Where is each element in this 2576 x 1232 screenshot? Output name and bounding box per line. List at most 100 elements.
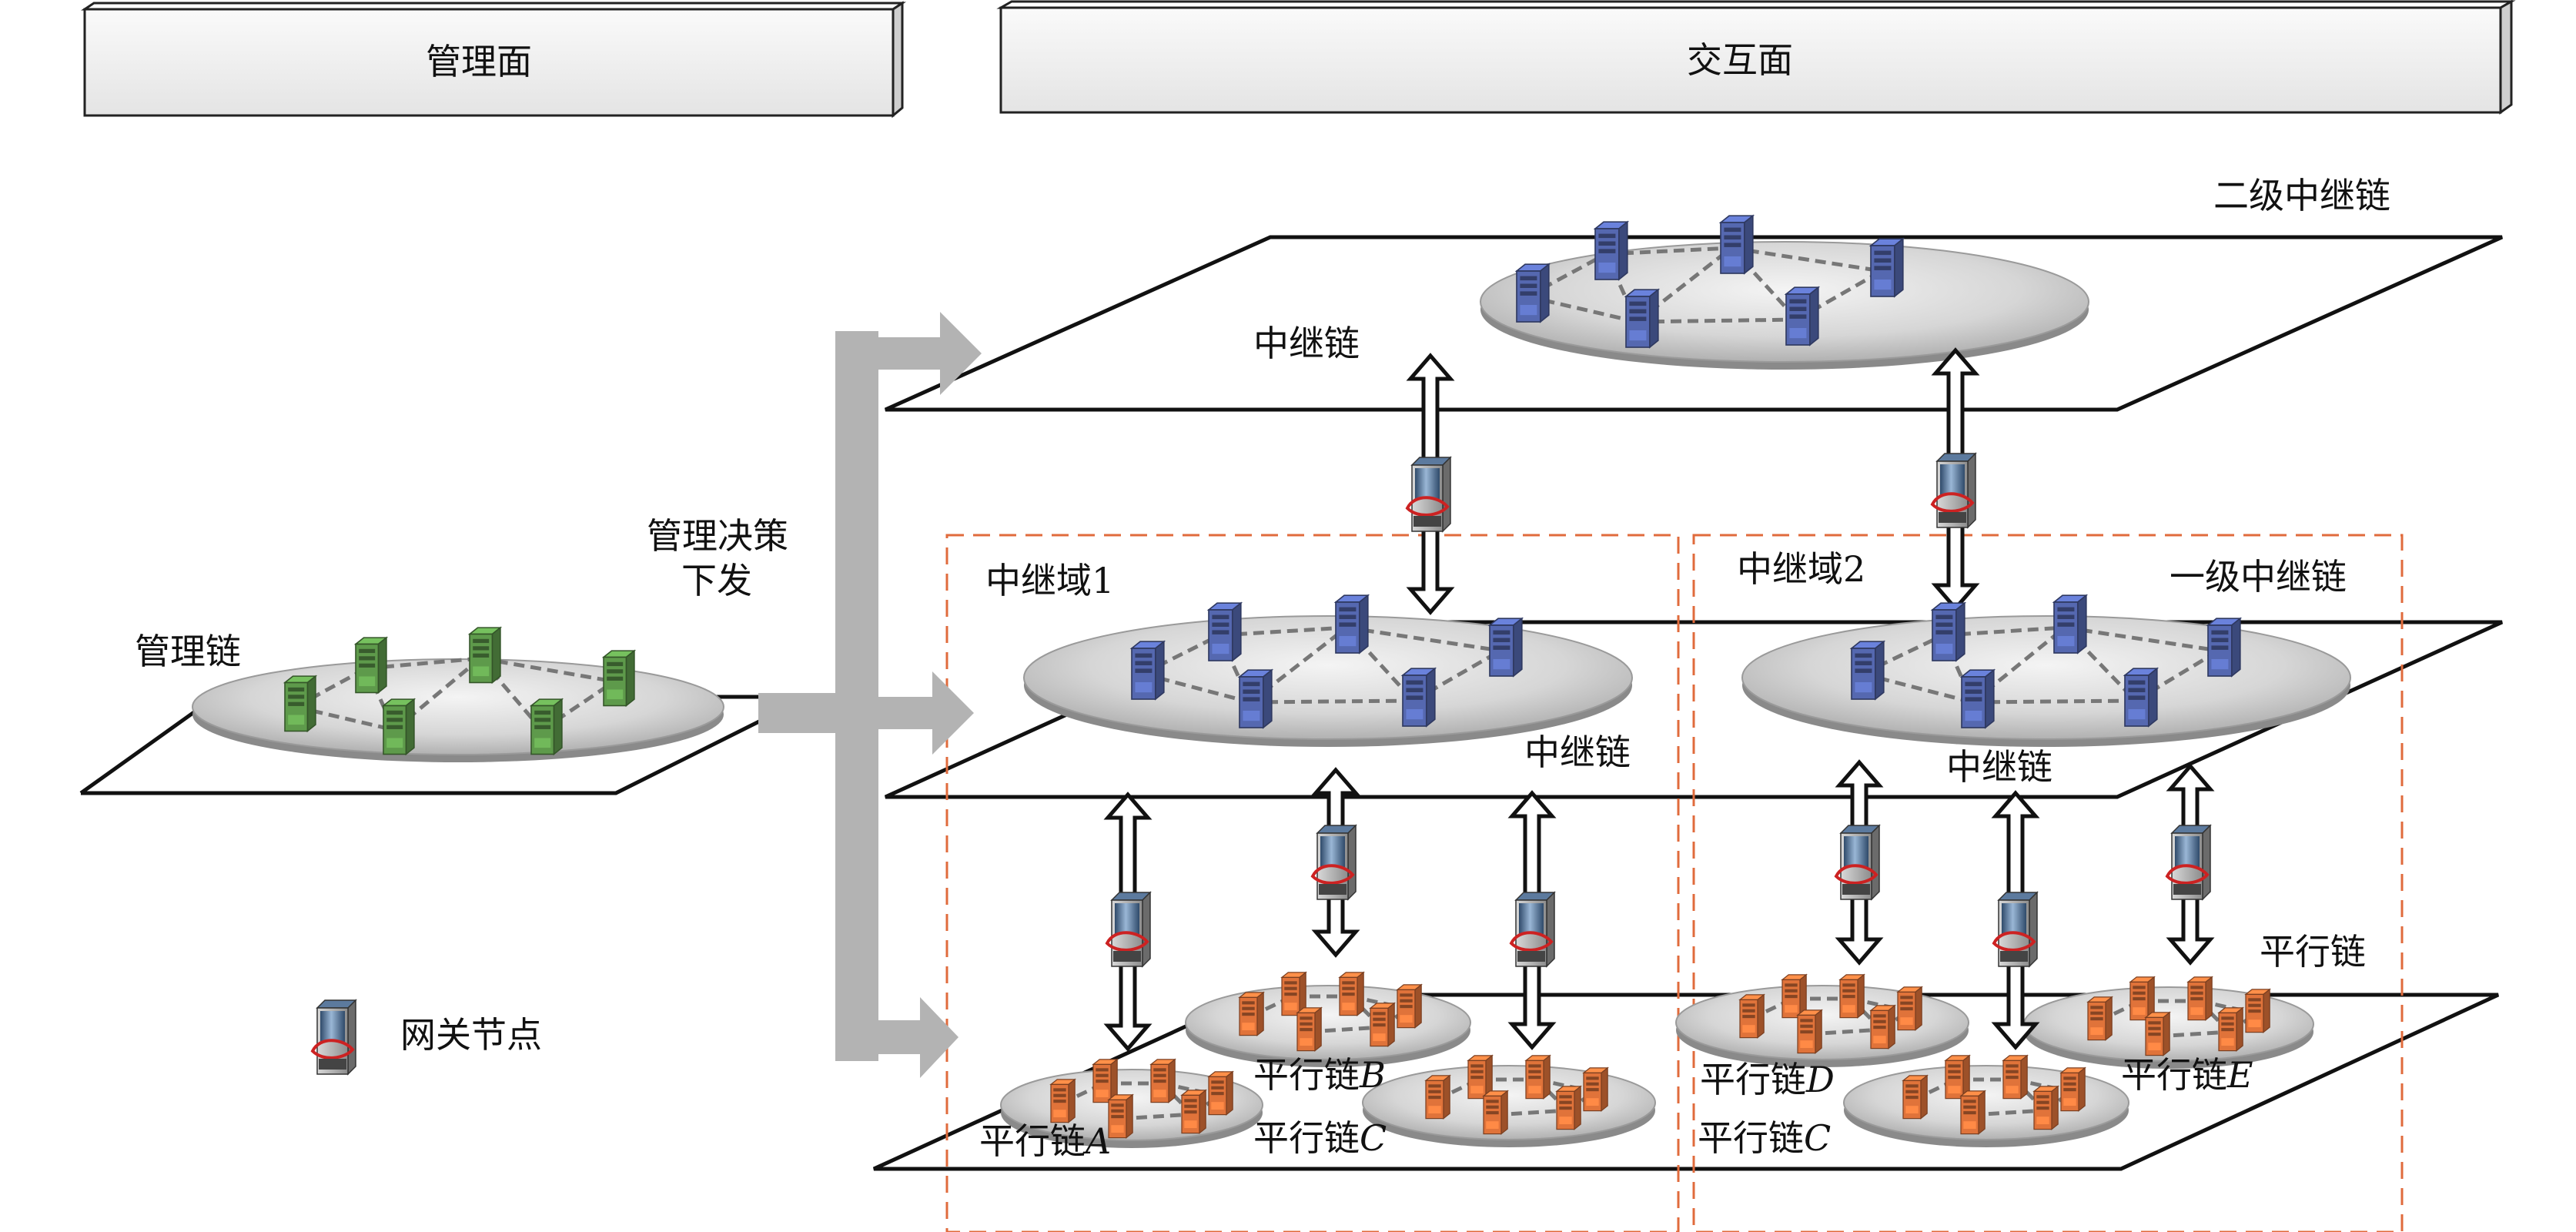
gateway-node-icon: [310, 999, 357, 1076]
server-icon: [1868, 237, 1905, 298]
server-icon: [2059, 1066, 2086, 1112]
server-icon: [2217, 1006, 2244, 1052]
server-icon: [1207, 1070, 1234, 1116]
server-icon: [1796, 1009, 1823, 1054]
server-icon: [353, 636, 389, 695]
gateway-node-icon: [1405, 456, 1452, 533]
gateway-legend-label: 网关节点: [400, 1014, 542, 1056]
plane-second-relay: [884, 235, 2504, 412]
server-icon: [2129, 976, 2156, 1021]
server-icon: [1396, 983, 1423, 1029]
server-icon: [1149, 1058, 1176, 1103]
server-icon: [1514, 263, 1551, 323]
server-icon: [1400, 667, 1437, 728]
server-icon: [381, 698, 417, 756]
server-icon: [2144, 1011, 2171, 1056]
server-icon: [1718, 214, 1755, 275]
server-icon: [1896, 986, 1923, 1031]
gateway-node-icon: [1834, 824, 1881, 901]
parallel-chain-b-label: 平行链B: [1253, 1054, 1386, 1096]
second-relay-label: 二级中继链: [2213, 175, 2390, 216]
server-icon: [1296, 1006, 1323, 1052]
server-icon: [1959, 668, 1996, 729]
relay-domain-2-label: 中继域2: [1737, 548, 1865, 590]
server-icon: [1582, 1066, 1609, 1112]
parallel-chain-c2-label: 平行链C: [1698, 1117, 1831, 1159]
server-icon: [1902, 1074, 1929, 1120]
server-icon: [2186, 976, 2213, 1021]
relay-domain-1-label: 中继域1: [985, 560, 1114, 601]
header-management-plane: 管理面: [81, 1, 906, 119]
server-icon: [1738, 993, 1765, 1039]
parallel-chain-e-label: 平行链E: [2121, 1054, 2253, 1096]
parallel-chain-c-label: 平行链C: [1253, 1117, 1387, 1159]
server-icon: [1784, 286, 1821, 346]
server-icon: [529, 698, 564, 756]
server-icon: [2206, 617, 2243, 678]
trunk-arrow: [835, 331, 878, 1061]
gateway-node-icon: [1310, 824, 1357, 901]
management-chain-label: 管理链: [135, 631, 241, 672]
parallel-chain-c-platform: [1362, 1065, 1656, 1147]
server-icon: [1237, 668, 1274, 729]
network-nodes: [283, 214, 2271, 1139]
parallel-chain-d-platform: [1675, 985, 1969, 1067]
relay-chain-label-domain1: 中继链: [1524, 732, 1631, 773]
decision-label-line1: 管理决策: [647, 515, 788, 557]
decision-label-line2: 下发: [681, 560, 752, 601]
server-icon: [2002, 1054, 2029, 1100]
server-icon: [1624, 288, 1661, 349]
server-icon: [1930, 601, 1967, 662]
server-icon: [1482, 1090, 1509, 1135]
server-icon: [1369, 1002, 1396, 1047]
gateway-nodes: [310, 452, 2212, 1076]
relay-domain-1-box: [945, 534, 1680, 1232]
server-icon: [1424, 1074, 1451, 1120]
arrow-to-second-relay-head-icon: [940, 312, 982, 395]
arrow-to-second-relay-shaft: [878, 337, 940, 370]
first-relay-label: 一级中继链: [2170, 556, 2347, 598]
gateway-node-icon: [1930, 452, 1977, 529]
feed-arrow-shaft: [758, 693, 835, 733]
interaction-plane-title: 交互面: [1687, 39, 1793, 81]
server-icon: [1338, 971, 1365, 1016]
server-icon: [1959, 1090, 1986, 1135]
gateway-node-icon: [1509, 891, 1556, 968]
server-icon: [1280, 971, 1307, 1016]
server-icon: [601, 649, 637, 708]
relay-domain-2-box: [1692, 534, 2404, 1232]
relay-chain-label-domain2: 中继链: [1946, 746, 2052, 788]
parallel-chain-d-label: 平行链D: [1700, 1059, 1835, 1100]
arrow-to-parallel-head-icon: [920, 997, 958, 1078]
server-icon: [1524, 1054, 1551, 1100]
gateway-node-icon: [2165, 824, 2212, 901]
server-icon: [1593, 220, 1630, 281]
server-icon: [2086, 996, 2113, 1041]
server-icon: [1467, 1054, 1494, 1100]
arrow-to-first-relay-head-icon: [932, 671, 974, 755]
relay-domain-1-platform: [1023, 615, 1633, 747]
server-icon: [1049, 1078, 1076, 1123]
header-interaction-plane: 交互面: [996, 0, 2516, 115]
server-icon: [1206, 601, 1243, 662]
server-icon: [1092, 1058, 1119, 1103]
server-icon: [2123, 667, 2159, 728]
server-icon: [1555, 1085, 1582, 1130]
server-icon: [1238, 991, 1265, 1036]
relay-domain-2-platform: [1741, 615, 2351, 747]
decision-distribution-arrows: [758, 312, 982, 1078]
server-icon: [1333, 594, 1370, 654]
server-icon: [1107, 1093, 1134, 1139]
relay-chain-label-top: 中继链: [1253, 323, 1360, 364]
server-icon: [1849, 640, 1886, 701]
parallel-chain-a-label: 平行链A: [979, 1120, 1111, 1162]
management-chain-platform: [192, 658, 724, 762]
server-icon: [1781, 973, 1808, 1019]
server-icon: [1944, 1054, 1971, 1100]
server-icon: [2244, 988, 2271, 1033]
arrow-to-first-relay-shaft: [878, 697, 932, 729]
server-icon: [1180, 1089, 1207, 1134]
server-icon: [1129, 640, 1166, 701]
server-icon: [2052, 594, 2089, 654]
